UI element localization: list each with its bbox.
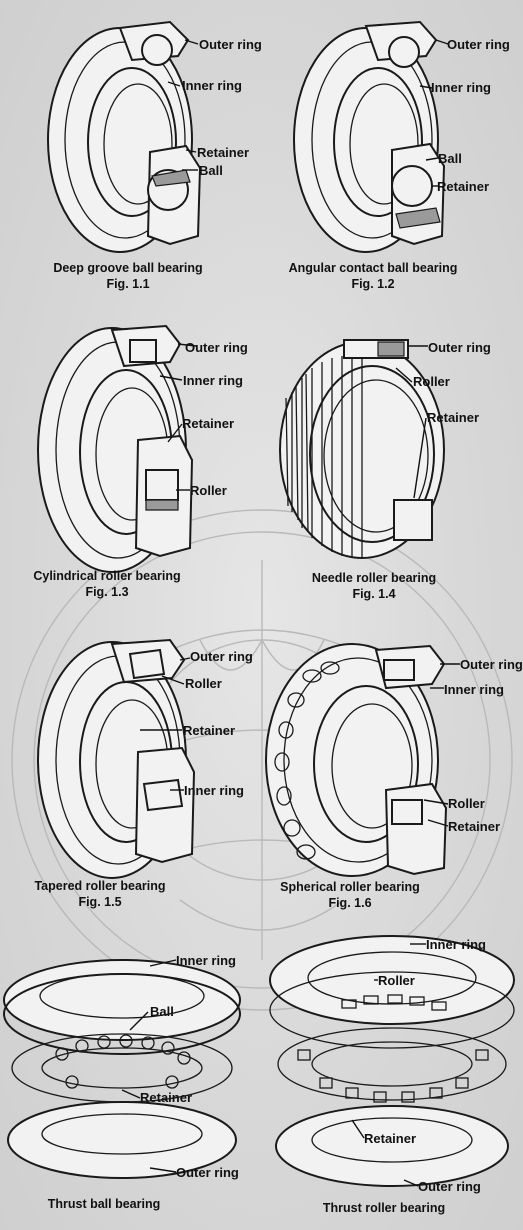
- label-outer-ring: Outer ring: [428, 340, 491, 355]
- tapered-roller-bearing-drawing: [38, 640, 194, 878]
- caption-angular-contact-ball-bearing: Angular contact ball bearing: [289, 261, 458, 275]
- label-roller: Roller: [190, 483, 227, 498]
- caption-thrust-ball-bearing: Thrust ball bearing: [48, 1197, 161, 1211]
- label-inner-ring: Inner ring: [431, 80, 491, 95]
- label-inner-ring: Inner ring: [183, 373, 243, 388]
- label-inner-ring: Inner ring: [182, 78, 242, 93]
- label-roller: Roller: [185, 676, 222, 691]
- label-retainer: Retainer: [364, 1131, 416, 1146]
- label-ball: Ball: [438, 151, 462, 166]
- fig-number: Fig. 1.3: [85, 585, 128, 599]
- caption-needle-roller-bearing: Needle roller bearing: [312, 571, 436, 585]
- caption-spherical-roller-bearing: Spherical roller bearing: [280, 880, 420, 894]
- label-roller: Roller: [378, 973, 415, 988]
- cylindrical-roller-bearing-drawing: [38, 326, 192, 572]
- label-retainer: Retainer: [448, 819, 500, 834]
- label-outer-ring: Outer ring: [447, 37, 510, 52]
- fig-number: Fig. 1.4: [352, 587, 395, 601]
- label-outer-ring: Outer ring: [176, 1165, 239, 1180]
- fig-number: Fig. 1.1: [106, 277, 149, 291]
- label-roller: Roller: [448, 796, 485, 811]
- label-ball: Ball: [199, 163, 223, 178]
- label-ball: Ball: [150, 1004, 174, 1019]
- angular-contact-ball-bearing-drawing: [294, 22, 444, 252]
- label-inner-ring: Inner ring: [426, 937, 486, 952]
- label-inner-ring: Inner ring: [184, 783, 244, 798]
- deep-groove-ball-bearing-drawing: [48, 22, 200, 252]
- needle-roller-bearing-drawing: [280, 340, 444, 558]
- spherical-roller-bearing-drawing: [266, 644, 446, 876]
- label-roller: Roller: [413, 374, 450, 389]
- fig-number: Fig. 1.2: [351, 277, 394, 291]
- label-outer-ring: Outer ring: [199, 37, 262, 52]
- label-outer-ring: Outer ring: [418, 1179, 481, 1194]
- label-retainer: Retainer: [197, 145, 249, 160]
- label-retainer: Retainer: [427, 410, 479, 425]
- caption-deep-groove-ball-bearing: Deep groove ball bearing: [53, 261, 202, 275]
- label-inner-ring: Inner ring: [444, 682, 504, 697]
- caption-tapered-roller-bearing: Tapered roller bearing: [34, 879, 165, 893]
- label-inner-ring: Inner ring: [176, 953, 236, 968]
- label-retainer: Retainer: [437, 179, 489, 194]
- label-outer-ring: Outer ring: [460, 657, 523, 672]
- label-outer-ring: Outer ring: [185, 340, 248, 355]
- caption-thrust-roller-bearing: Thrust roller bearing: [323, 1201, 445, 1215]
- thrust-ball-bearing-drawing: [4, 960, 240, 1178]
- label-retainer: Retainer: [140, 1090, 192, 1105]
- fig-number: Fig. 1.5: [78, 895, 121, 909]
- label-outer-ring: Outer ring: [190, 649, 253, 664]
- label-retainer: Retainer: [183, 723, 235, 738]
- label-retainer: Retainer: [182, 416, 234, 431]
- caption-cylindrical-roller-bearing: Cylindrical roller bearing: [33, 569, 180, 583]
- fig-number: Fig. 1.6: [328, 896, 371, 910]
